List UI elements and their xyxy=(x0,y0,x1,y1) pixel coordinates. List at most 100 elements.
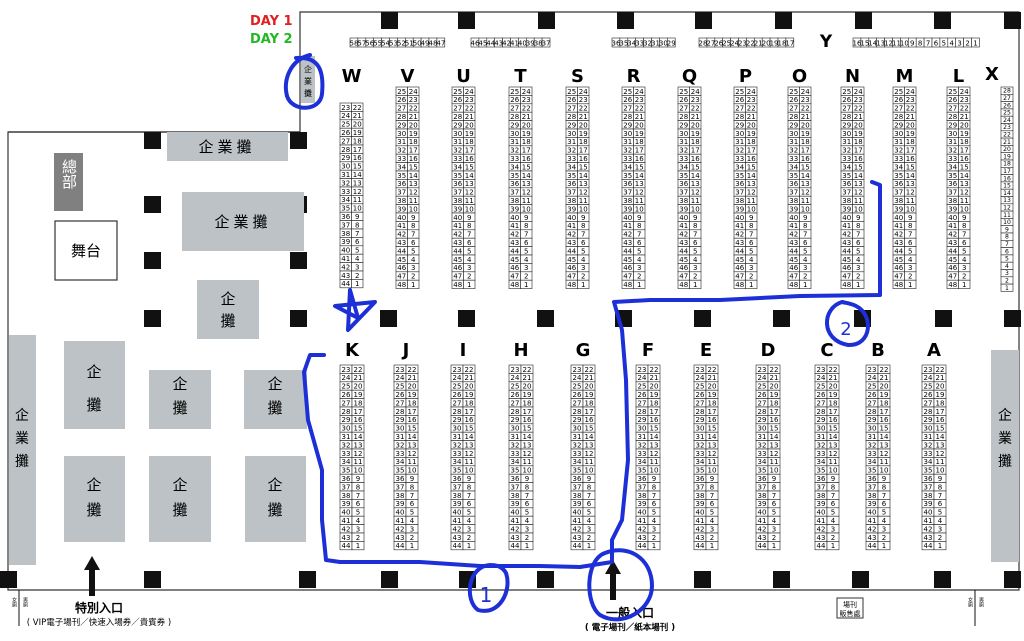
booth-number: 36 xyxy=(396,475,405,483)
booth-number: 30 xyxy=(735,130,744,138)
stage-block[interactable] xyxy=(54,220,118,281)
general-entrance[interactable]: 一般入口 ( 電子場刊／紙本場刊 ) xyxy=(585,560,675,633)
booth-cell-y[interactable] xyxy=(666,37,676,48)
booth-cell-t[interactable] xyxy=(520,279,533,289)
booth-number: 12 xyxy=(880,450,889,458)
booth-number: 5 xyxy=(410,509,414,517)
booth-number: 45 xyxy=(679,256,688,264)
enterprise-block[interactable] xyxy=(149,456,211,542)
booth-number: 4 xyxy=(710,517,715,525)
booth-number: 47 xyxy=(679,273,688,281)
booth-cell-v[interactable] xyxy=(407,279,420,289)
booth-number: 19 xyxy=(747,130,756,138)
booth-cell-p[interactable] xyxy=(745,279,758,289)
booth-number: 13 xyxy=(353,179,362,187)
booth-number: 44 xyxy=(842,247,851,255)
booth-cell-w[interactable] xyxy=(351,279,364,289)
booth-number: 26 xyxy=(696,391,705,399)
booth-number: 48 xyxy=(789,281,798,289)
booth-number: 11 xyxy=(635,197,644,205)
booth-number: 43 xyxy=(573,534,582,542)
booth-number: 8 xyxy=(803,222,807,230)
booth-cell-s[interactable] xyxy=(577,279,590,289)
booth-number: 8 xyxy=(1005,234,1009,241)
booth-number: 32 xyxy=(868,441,877,449)
booth-number: 9 xyxy=(355,213,359,221)
booth-cell-u[interactable] xyxy=(463,279,476,289)
enterprise-block[interactable] xyxy=(167,132,288,161)
booth-number: 18 xyxy=(522,138,531,146)
booth-number: 42 xyxy=(511,525,520,533)
booth-number: 27 xyxy=(573,399,582,407)
booth-number: 6 xyxy=(749,239,754,247)
booth-number: 49 xyxy=(421,39,430,47)
booth-cell-y[interactable] xyxy=(436,37,446,48)
enterprise-block-label: 企 xyxy=(304,64,312,74)
booth-cell-y[interactable] xyxy=(541,37,551,48)
booth-number: 26 xyxy=(789,96,798,104)
booth-number: 43 xyxy=(341,272,350,280)
enterprise-block[interactable] xyxy=(64,456,125,542)
booth-number: 25 xyxy=(623,88,632,96)
booth-number: 25 xyxy=(397,88,406,96)
booth-number: 32 xyxy=(396,441,405,449)
booth-number: 5 xyxy=(524,247,528,255)
special-entrance[interactable]: 特別入口 ( VIP電子場刊／快速入場券／貴賓券 ) xyxy=(27,556,172,628)
booth-number: 9 xyxy=(652,475,656,483)
booth-number: 34 xyxy=(511,458,520,466)
booth-number: 13 xyxy=(465,180,474,188)
booth-number: 7 xyxy=(525,492,529,500)
booth-number: 46 xyxy=(679,264,688,272)
booth-number: 37 xyxy=(894,189,903,197)
booth-cell-r[interactable] xyxy=(633,279,646,289)
booth-number: 2 xyxy=(965,39,969,47)
enterprise-block-label: 攤 xyxy=(267,501,282,519)
booth-cell-y[interactable] xyxy=(785,37,795,48)
enterprise-block[interactable] xyxy=(245,456,306,542)
booth-number: 14 xyxy=(829,433,838,441)
booth-number: 27 xyxy=(679,105,688,113)
booth-number: 19 xyxy=(770,391,779,399)
booth-number: 39 xyxy=(567,205,576,213)
booth-number: 45 xyxy=(510,256,519,264)
enterprise-block[interactable] xyxy=(301,56,315,103)
booth-number: 34 xyxy=(789,163,798,171)
booth-number: 29 xyxy=(696,416,705,424)
enterprise-block[interactable] xyxy=(197,280,259,339)
booth-number: 6 xyxy=(693,239,698,247)
booth-number: 37 xyxy=(758,483,767,491)
enterprise-block[interactable] xyxy=(244,370,307,429)
row-letter-p: P xyxy=(739,66,752,87)
booth-number: 15 xyxy=(880,425,889,433)
booth-number: 44 xyxy=(342,542,351,550)
booth-cell-q[interactable] xyxy=(689,279,702,289)
booth-number: 11 xyxy=(770,458,779,466)
enterprise-block[interactable] xyxy=(991,350,1019,562)
booth-number: 8 xyxy=(882,483,886,491)
booth-number: 38 xyxy=(511,492,520,500)
enterprise-block-label: 攤 xyxy=(15,454,29,470)
enterprise-block[interactable] xyxy=(149,370,211,429)
booth-number: 28 xyxy=(453,408,462,416)
enterprise-block[interactable] xyxy=(182,192,304,251)
booth-number: 7 xyxy=(524,231,528,239)
booth-number: 8 xyxy=(524,222,528,230)
booth-number: 24 xyxy=(522,88,531,96)
booth-number: 44 xyxy=(924,542,933,550)
booth-number: 39 xyxy=(789,205,798,213)
enterprise-block[interactable] xyxy=(64,341,125,429)
booth-number: 11 xyxy=(353,196,362,204)
enterprise-block[interactable] xyxy=(9,335,36,565)
restroom-sign: 女廁 男廁 xyxy=(11,590,28,626)
booth-number: 44 xyxy=(696,542,705,550)
booth-number: 20 xyxy=(762,39,771,47)
booth-number: 26 xyxy=(510,96,519,104)
booth-number: 43 xyxy=(510,239,519,247)
booth-number: 10 xyxy=(854,205,863,213)
booth-cell-y[interactable] xyxy=(971,37,980,48)
booth-number: 28 xyxy=(638,408,647,416)
booth-number: 42 xyxy=(502,39,511,47)
headquarters-block[interactable] xyxy=(54,153,83,211)
booth-number: 8 xyxy=(831,483,835,491)
booth-number: 3 xyxy=(1005,270,1009,277)
